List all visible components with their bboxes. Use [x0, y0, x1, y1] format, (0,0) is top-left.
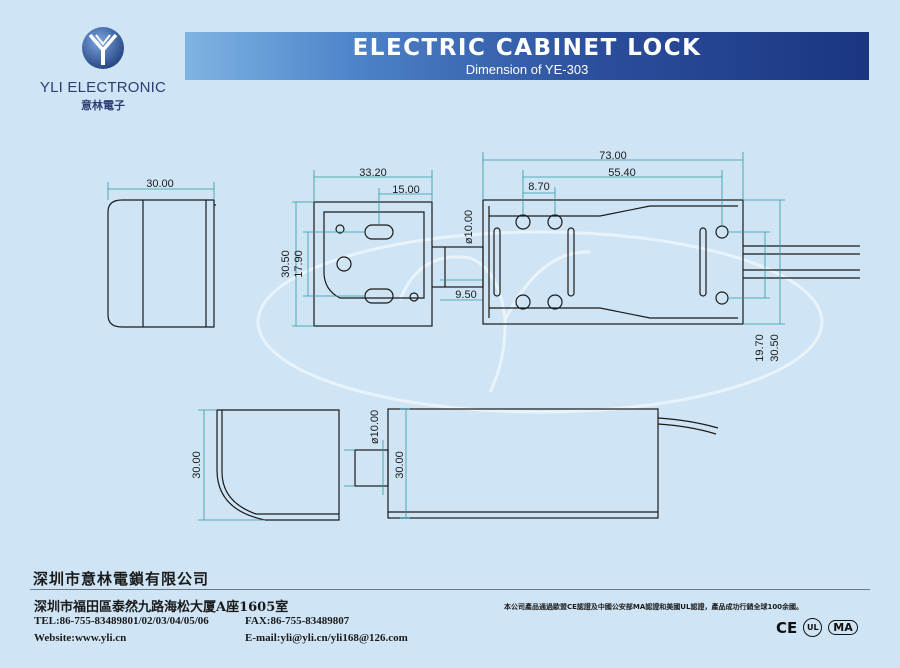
watermark-logo: [256, 230, 824, 414]
dim-top-height: 30.50: [769, 334, 781, 362]
dim-front-width: 33.20: [359, 167, 387, 179]
website: Website:www.yli.cn: [34, 632, 127, 644]
dim-side-width: 30.00: [146, 178, 174, 190]
dim-bottom-right-height: 30.00: [394, 451, 406, 479]
front-dim-lines: [292, 170, 483, 327]
email-address: E-mail:yli@yli.cn/yli168@126.com: [245, 632, 408, 644]
side-dim-lines: [107, 182, 215, 200]
dim-top-inner-height: 19.70: [754, 334, 766, 362]
dim-top-length: 73.00: [599, 150, 627, 162]
dim-top-hole-spacing: 55.40: [608, 167, 636, 179]
company-name: 深圳市意林電鎖有限公司: [33, 570, 210, 588]
dimension-drawing: 30.00 33.20 15.00 30.50 17.90 9.50 ø10.0…: [107, 150, 860, 521]
bottom-left-dim-lines: [198, 409, 265, 521]
top-dim-lines: [482, 152, 785, 325]
phone-numbers: TEL:86-755-83489801/02/03/04/05/06: [34, 615, 209, 627]
ce-mark-icon: CE: [776, 618, 798, 637]
dim-plunger-height: 9.50: [455, 289, 476, 301]
company-address: 深圳市福田區泰然九路海松大厦A座1605室: [34, 600, 289, 615]
top-view: [482, 199, 860, 325]
title-banner: ELECTRIC CABINET LOCK Dimension of YE-30…: [185, 32, 869, 80]
bottom-right-view: [354, 408, 719, 519]
certification-marks: CE UL MA: [776, 618, 858, 637]
bottom-left-view: [216, 409, 340, 521]
bottom-right-dim-lines: [344, 408, 410, 519]
page-title: ELECTRIC CABINET LOCK: [352, 35, 702, 61]
dim-front-height: 30.50: [280, 250, 292, 278]
fax-number: FAX:86-755-83489807: [245, 615, 350, 627]
dim-bottom-plunger-dia: ø10.00: [369, 410, 381, 444]
side-view: [107, 199, 216, 328]
dim-plunger-dia-front: ø10.00: [463, 210, 475, 244]
brand-name: YLI ELECTRONIC: [39, 79, 167, 96]
brand-logo: YLI ELECTRONIC 意林電子: [28, 26, 178, 113]
certification-note: 本公司產品通過歐盟CE認證及中國公安部MA認證和美國UL認證，產品成功行銷全球1…: [504, 603, 804, 611]
ul-mark-icon: UL: [803, 618, 823, 637]
dim-front-hole-offset: 15.00: [392, 184, 420, 196]
dim-top-hole-offset: 8.70: [528, 181, 549, 193]
front-view: [313, 201, 484, 327]
yli-logo-icon: [82, 27, 124, 69]
footer-divider: [30, 589, 870, 590]
dim-front-inner-height: 17.90: [293, 250, 305, 278]
dim-bottom-left-height: 30.00: [191, 451, 203, 479]
ma-mark-icon: MA: [828, 620, 858, 635]
brand-name-cn: 意林電子: [81, 99, 125, 112]
page-subtitle: Dimension of YE-303: [465, 62, 589, 77]
